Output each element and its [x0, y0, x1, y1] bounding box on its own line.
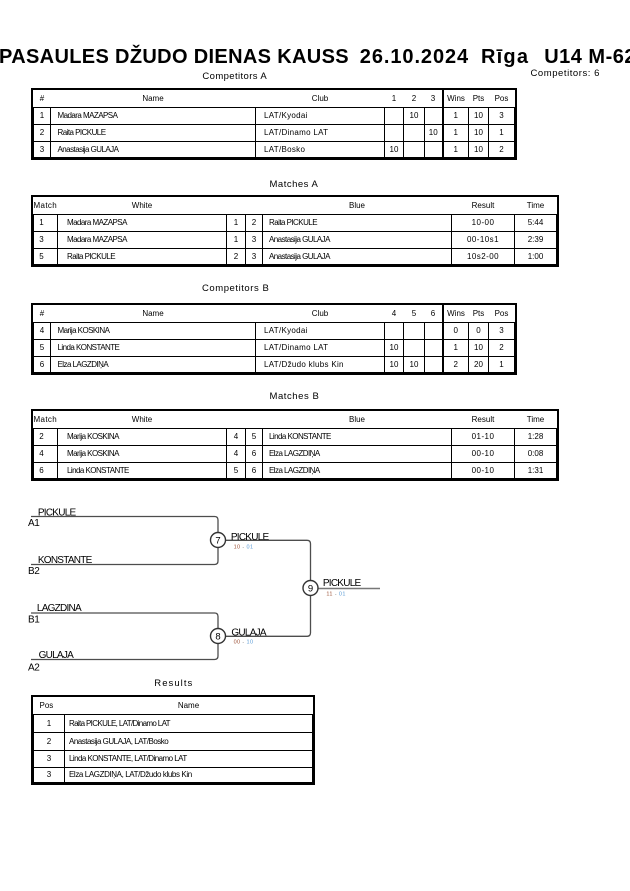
svg-text:11 - 01: 11 - 01: [326, 591, 345, 597]
svg-text:PICKULE: PICKULE: [231, 532, 270, 543]
svg-text:8: 8: [215, 631, 220, 642]
svg-text:LAGZDINA: LAGZDINA: [37, 603, 82, 614]
svg-text:B1: B1: [28, 615, 40, 626]
svg-text:PICKULE: PICKULE: [323, 578, 362, 589]
svg-text:GULAJA: GULAJA: [39, 650, 74, 661]
svg-text:PICKULE: PICKULE: [38, 508, 77, 519]
svg-text:7: 7: [215, 535, 220, 546]
svg-text:A1: A1: [28, 518, 40, 529]
svg-text:KONSTANTE: KONSTANTE: [38, 555, 93, 566]
svg-text:B2: B2: [28, 566, 40, 577]
svg-text:A2: A2: [28, 662, 40, 673]
svg-text:GULAJA: GULAJA: [231, 627, 266, 638]
svg-text:00 - 10: 00 - 10: [234, 639, 254, 645]
svg-text:9: 9: [308, 583, 313, 594]
svg-text:10 - 01: 10 - 01: [234, 544, 254, 550]
